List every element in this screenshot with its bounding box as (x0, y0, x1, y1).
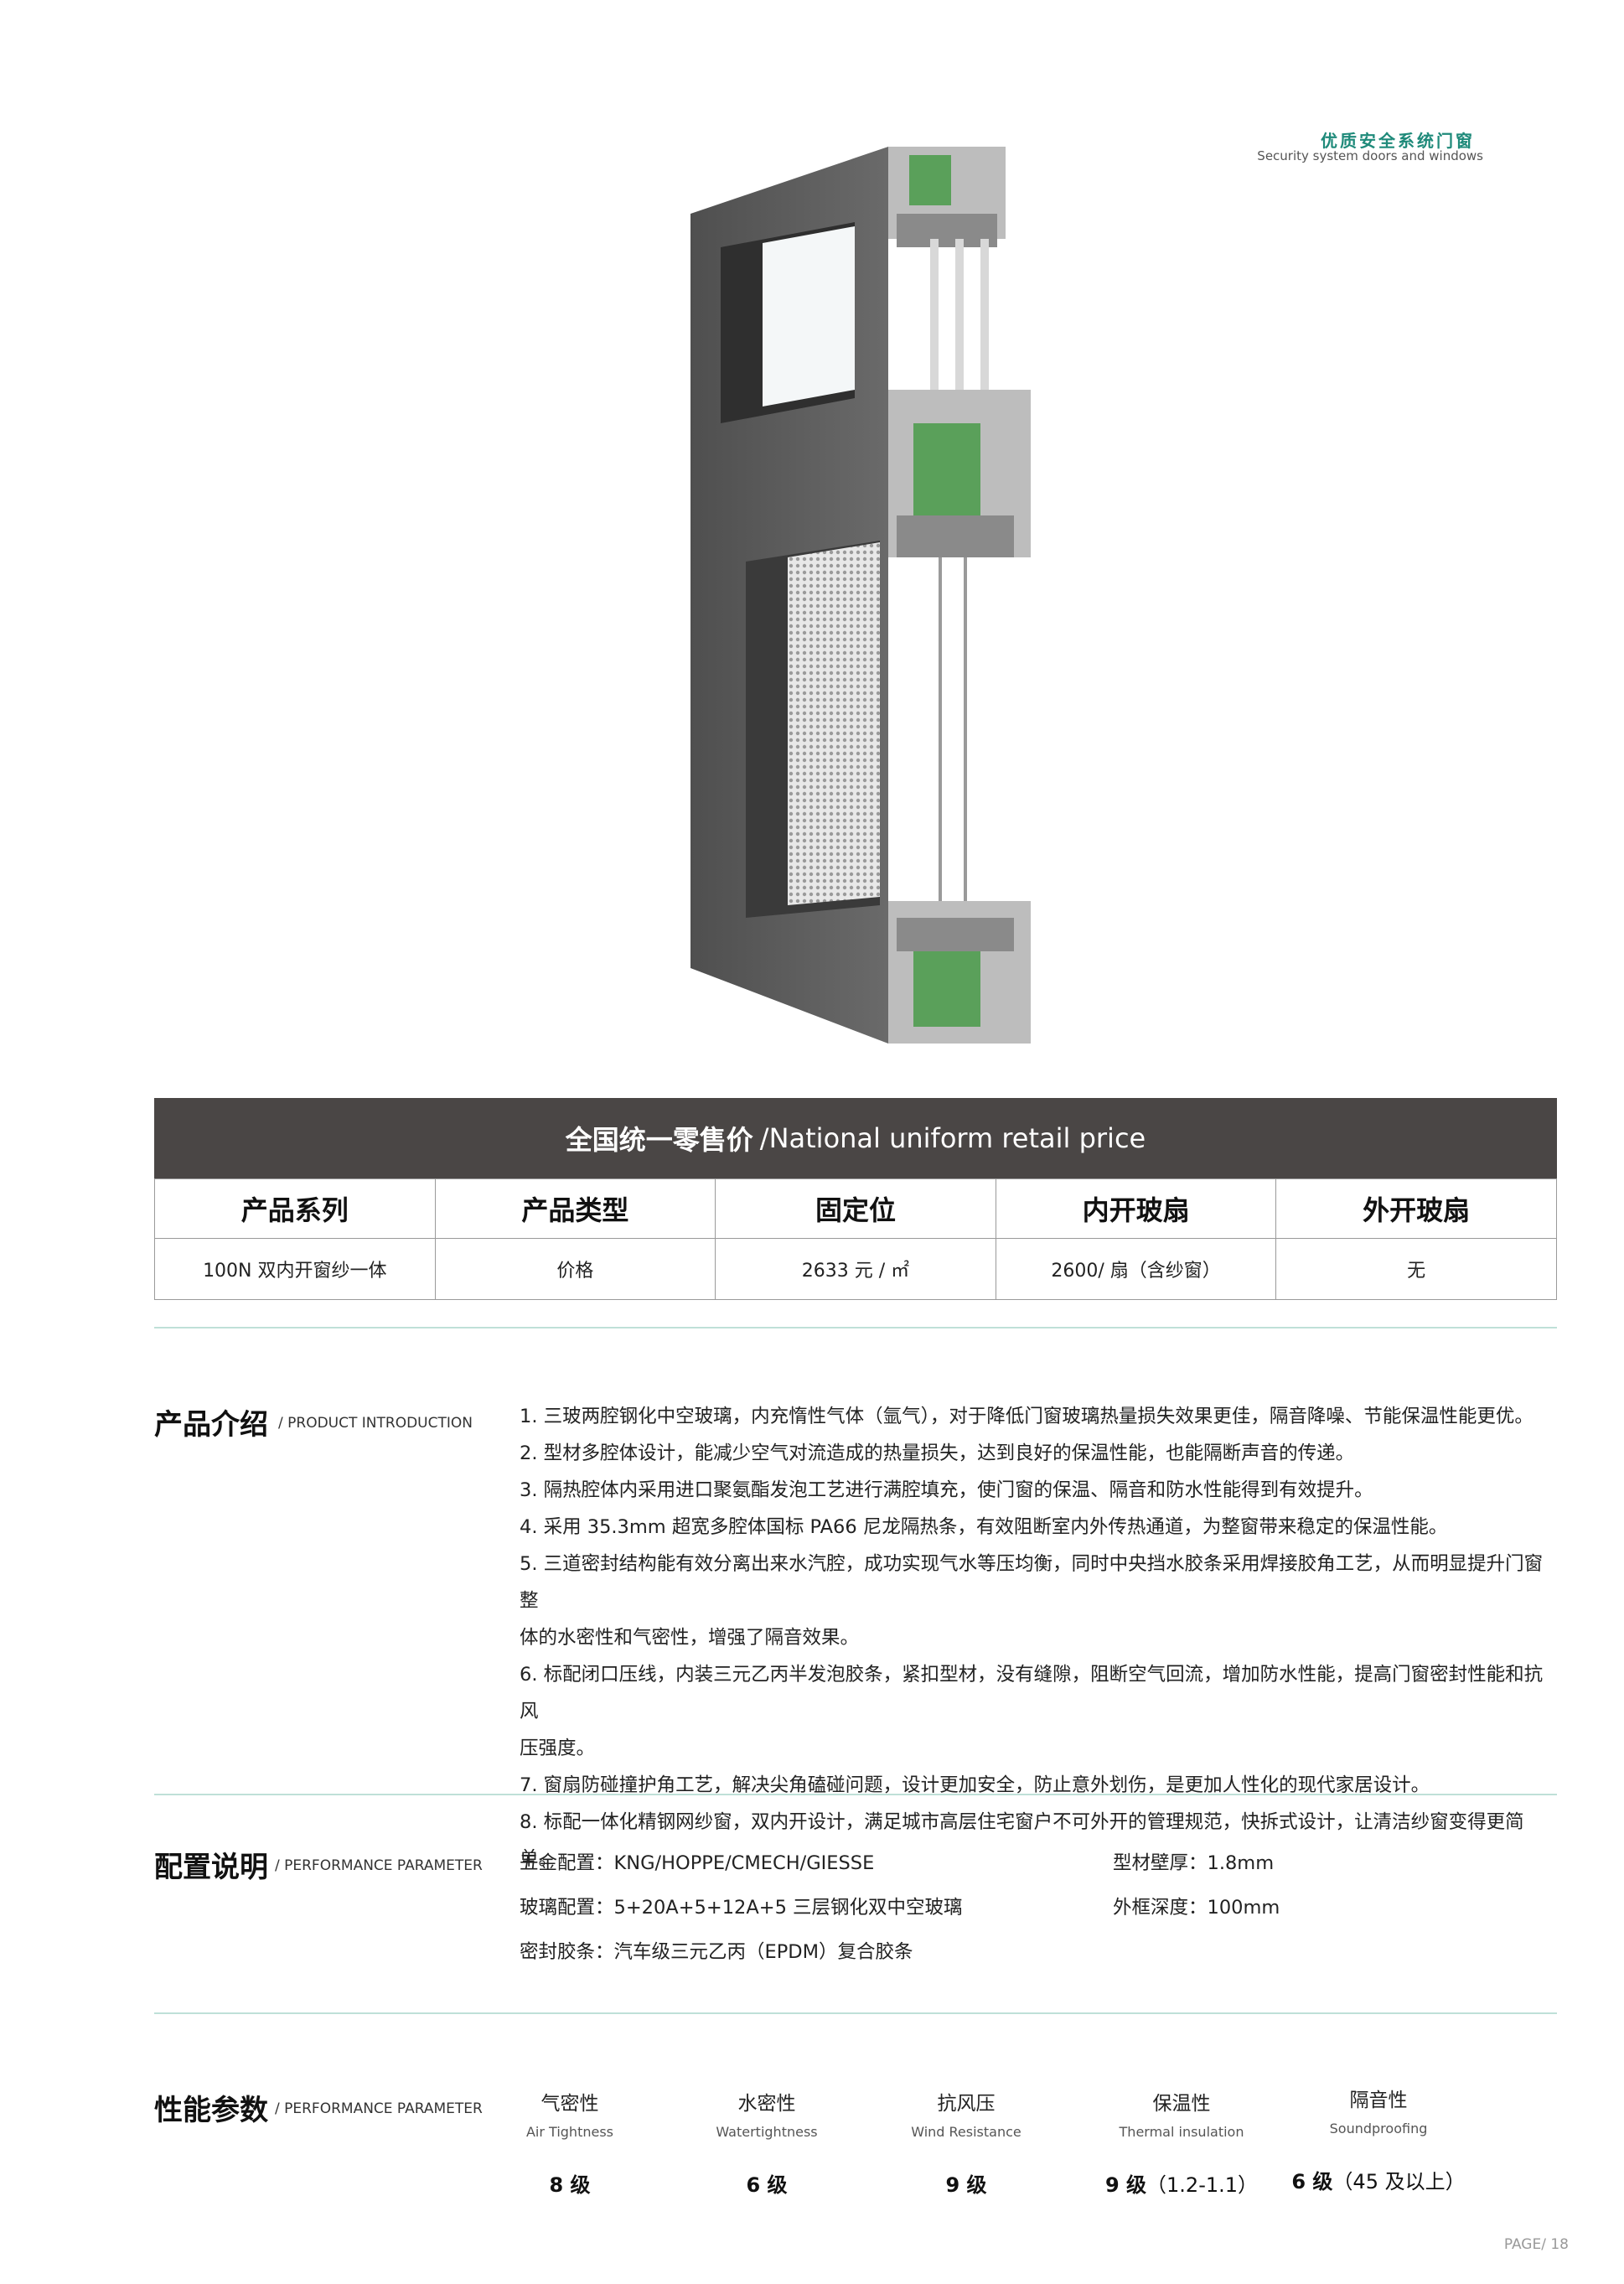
perf-label-en: Thermal insulation (1119, 2124, 1244, 2140)
config-hardware: 五金配置：KNG/HOPPE/CMECH/GIESSE (520, 1852, 875, 1874)
config-subtitle: / PERFORMANCE PARAMETER (275, 1857, 483, 1874)
config-title: 配置说明 (154, 1851, 268, 1884)
perf-air-tightness: 气密性 Air Tightness 8 级 (478, 2087, 662, 2198)
list-item: 体的水密性和气密性，增强了隔音效果。 (520, 1627, 860, 1649)
table-cell: 2633 元 / ㎡ (715, 1238, 996, 1300)
list-item: 8. 标配一体化精钢网纱窗，双内开设计，满足城市高层住宅窗户不可外开的管理规范，… (520, 1811, 1524, 1870)
list-item: 压强度。 (520, 1738, 596, 1759)
config-glass: 玻璃配置：5+20A+5+12A+5 三层钢化双中空玻璃 (520, 1897, 963, 1919)
perf-value: 6 级 (675, 2168, 859, 2198)
perf-label-en: Air Tightness (525, 2124, 613, 2140)
table-cell: 无 (1275, 1238, 1557, 1300)
config-depth: 外框深度：100mm (1113, 1897, 1280, 1919)
list-item: 6. 标配闭口压线，内装三元乙丙半发泡胶条，紧扣型材，没有缝隙，阻断空气回流，增… (520, 1664, 1544, 1722)
intro-subtitle: / PRODUCT INTRODUCTION (278, 1415, 473, 1432)
perf-label-cn: 保温性 (1152, 2093, 1211, 2115)
perf-label-en: Soundproofing (1329, 2121, 1428, 2136)
brand-title-cn: 优质安全系统门窗 (1321, 131, 1475, 151)
window-profile-illustration (690, 147, 1031, 1044)
page-number: PAGE/ 18 (1503, 2236, 1569, 2253)
list-item: 3. 隔热腔体内采用进口聚氨酯发泡工艺进行满腔填充，使门窗的保温、隔音和防水性能… (520, 1479, 1373, 1501)
perf-grade: 9 级 (1104, 2173, 1147, 2197)
col-header: 固定位 (715, 1178, 996, 1239)
perf-watertightness: 水密性 Watertightness 6 级 (675, 2087, 859, 2198)
col-header: 产品类型 (434, 1178, 716, 1239)
price-title-en: /National uniform retail price (759, 1122, 1146, 1154)
intro-title: 产品介绍 (154, 1408, 268, 1442)
price-table: 产品系列 产品类型 固定位 内开玻扇 外开玻扇 100N 双内开窗纱一体 价格 … (154, 1178, 1557, 1300)
table-cell: 2600/ 扇（含纱窗） (995, 1238, 1277, 1300)
perf-label-cn: 隔音性 (1349, 2090, 1408, 2111)
perf-grade: 8 级 (549, 2173, 591, 2197)
perf-extra: （1.2-1.1） (1146, 2173, 1259, 2197)
perf-value: 9 级 (874, 2168, 1058, 2198)
perf-thermal-insulation: 保温性 Thermal insulation 9 级（1.2-1.1） (1081, 2087, 1282, 2198)
col-header: 外开玻扇 (1275, 1178, 1557, 1239)
perf-extra: （45 及以上） (1332, 2170, 1466, 2193)
perf-value: 6 级（45 及以上） (1274, 2165, 1483, 2194)
perf-grade: 6 级 (746, 2173, 788, 2197)
table-cell: 价格 (434, 1238, 716, 1300)
perf-value: 8 级 (478, 2168, 662, 2198)
perf-wind-resistance: 抗风压 Wind Resistance 9 级 (874, 2087, 1058, 2198)
perf-label-cn: 水密性 (737, 2093, 796, 2115)
divider (154, 1794, 1557, 1795)
perf-grade: 9 级 (945, 2173, 987, 2197)
intro-list: 1. 三玻两腔钢化中空玻璃，内充惰性气体（氩气），对于降低门窗玻璃热量损失效果更… (520, 1398, 1559, 1877)
config-seal: 密封胶条：汽车级三元乙丙（EPDM）复合胶条 (520, 1941, 913, 1963)
col-header: 产品系列 (154, 1178, 436, 1239)
col-header: 内开玻扇 (995, 1178, 1277, 1239)
list-item: 5. 三道密封结构能有效分离出来水汽腔，成功实现气水等压均衡，同时中央挡水胶条采… (520, 1553, 1544, 1612)
list-item: 2. 型材多腔体设计，能减少空气对流造成的热量损失，达到良好的保温性能，也能隔断… (520, 1442, 1355, 1464)
performance-title: 性能参数 (154, 2094, 268, 2127)
config-thickness: 型材壁厚：1.8mm (1113, 1852, 1275, 1874)
divider (154, 2012, 1557, 2014)
performance-subtitle: / PERFORMANCE PARAMETER (275, 2100, 483, 2117)
brand-title-en: Security system doors and windows (1257, 148, 1483, 163)
divider (154, 1327, 1557, 1328)
list-item: 4. 采用 35.3mm 超宽多腔体国标 PA66 尼龙隔热条，有效阻断室内外传… (520, 1516, 1448, 1538)
list-item: 7. 窗扇防碰撞护角工艺，解决尖角磕碰问题，设计更加安全，防止意外划伤，是更加人… (520, 1774, 1430, 1796)
perf-value: 9 级（1.2-1.1） (1081, 2168, 1282, 2198)
perf-soundproofing: 隔音性 Soundproofing 6 级（45 及以上） (1274, 2084, 1483, 2194)
perf-label-en: Wind Resistance (911, 2124, 1021, 2140)
perf-label-en: Watertightness (716, 2124, 818, 2140)
perf-grade: 6 级 (1291, 2170, 1333, 2193)
table-row: 100N 双内开窗纱一体 价格 2633 元 / ㎡ 2600/ 扇（含纱窗） … (154, 1238, 1557, 1300)
price-title-cn: 全国统一零售价 (565, 1124, 753, 1156)
price-table-head-row: 产品系列 产品类型 固定位 内开玻扇 外开玻扇 (154, 1178, 1557, 1239)
perf-label-cn: 气密性 (540, 2093, 599, 2115)
list-item: 1. 三玻两腔钢化中空玻璃，内充惰性气体（氩气），对于降低门窗玻璃热量损失效果更… (520, 1406, 1533, 1427)
perf-label-cn: 抗风压 (937, 2093, 996, 2115)
price-table-header: 全国统一零售价 /National uniform retail price (154, 1098, 1557, 1178)
table-cell: 100N 双内开窗纱一体 (154, 1238, 436, 1300)
